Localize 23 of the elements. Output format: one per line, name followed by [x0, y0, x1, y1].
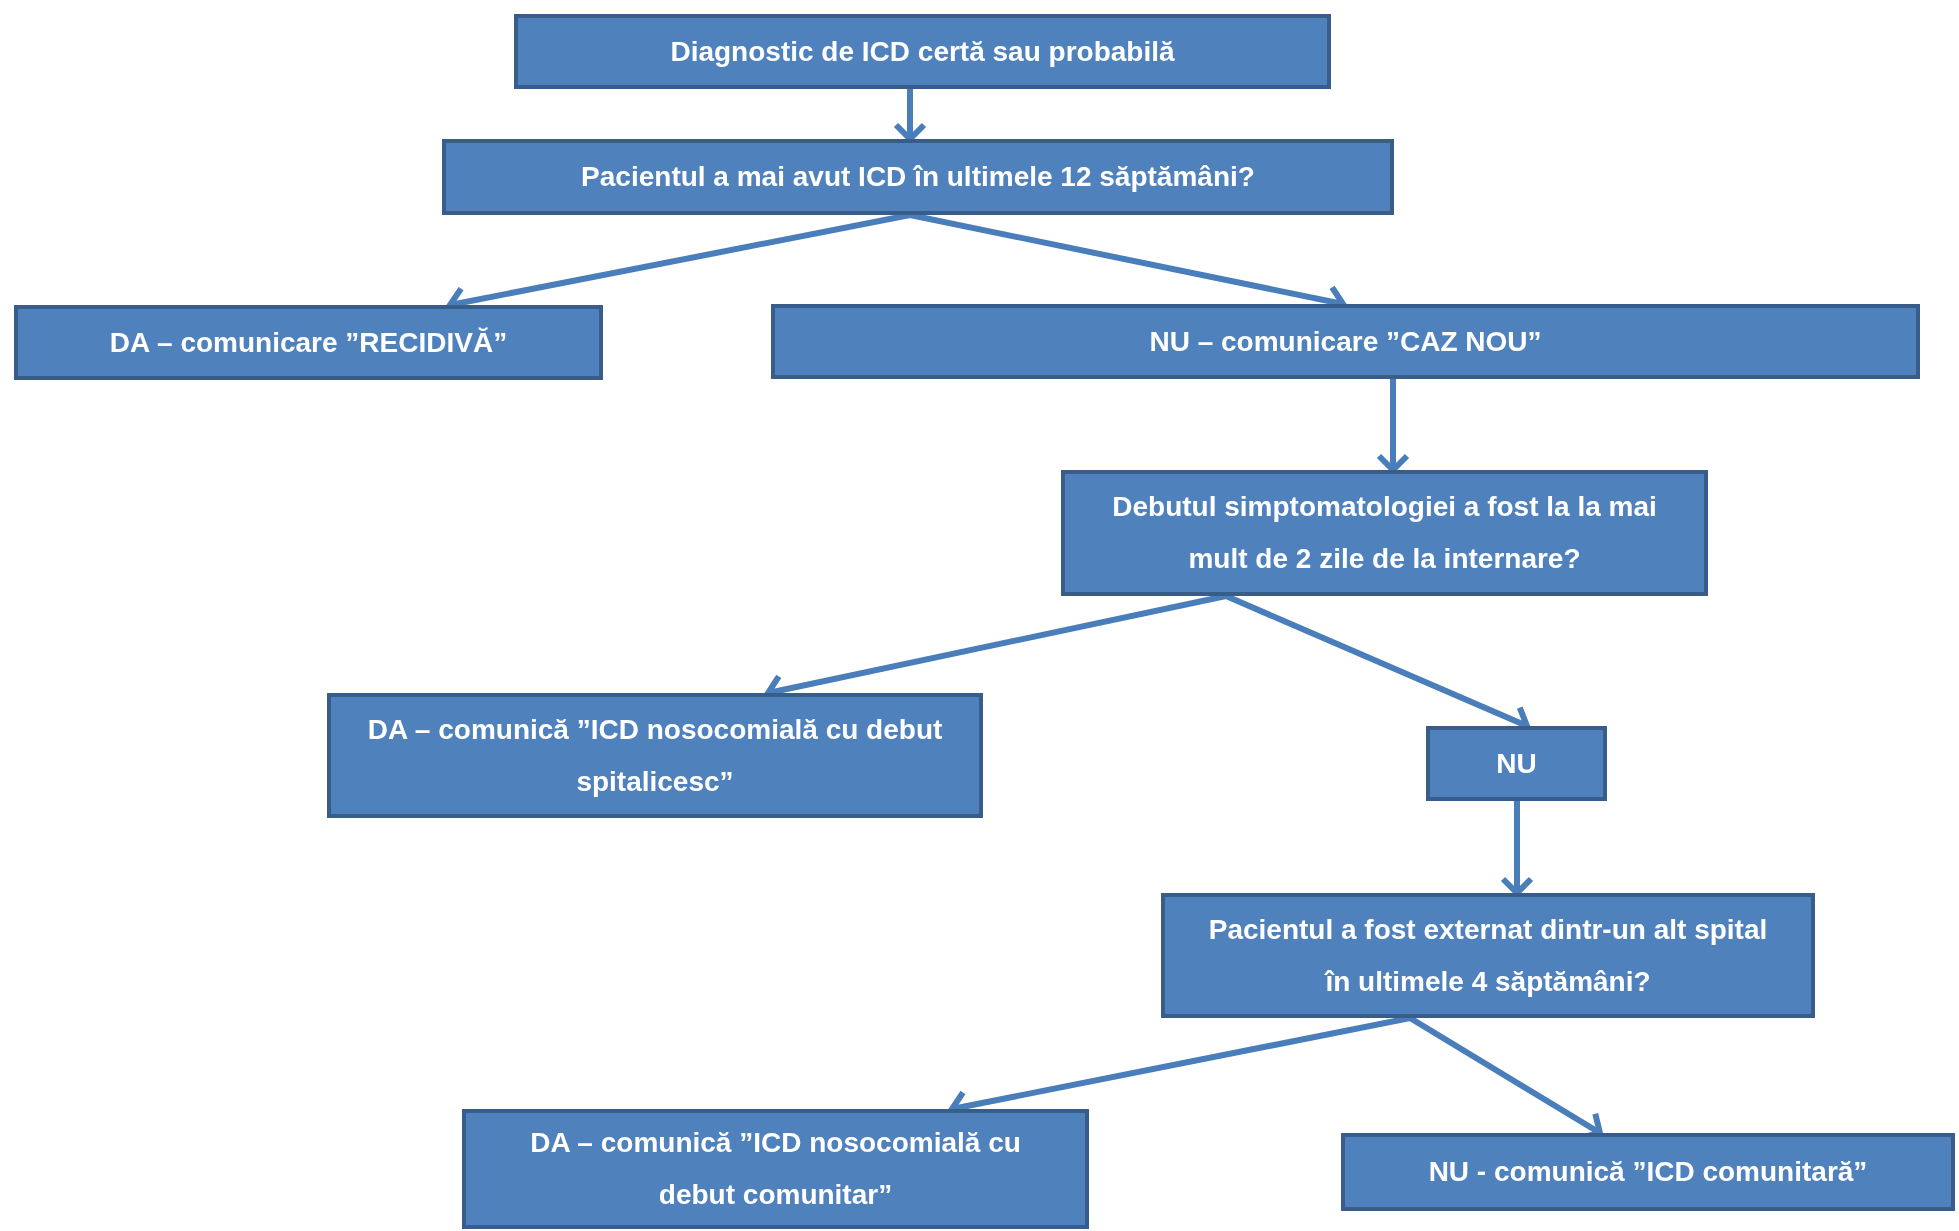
process-box: [14, 305, 603, 380]
box-text: NU – comunicare ”CAZ NOU”: [1149, 324, 1542, 359]
process-box: [327, 693, 983, 818]
box-text: Pacientul a mai avut ICD în ultimele 12 săptămâni?: [581, 160, 1255, 194]
box-text: NU - comunică ”ICD comunitară”: [1428, 1155, 1868, 1189]
process-box: [1426, 726, 1607, 801]
box-text: Diagnostic de ICD certă sau probabilă: [670, 34, 1175, 69]
box-text: NU: [1496, 746, 1537, 781]
process-box: [1061, 470, 1708, 596]
box-text: DA – comunică ”ICD nosocomială cu debut spitalicesc”: [366, 712, 944, 799]
process-box: [442, 139, 1394, 215]
process-box: [514, 14, 1331, 89]
arrow: [1376, 379, 1410, 473]
box-text: Debutul simptomatologiei a fost la la mai mult de 2 zile de la internare?: [1111, 490, 1658, 576]
arrow: [1500, 801, 1534, 896]
arrow: [893, 89, 927, 142]
process-box: [1161, 893, 1815, 1018]
box-text: DA – comunicare ”RECIDIVĂ”: [109, 325, 508, 360]
box-text: DA – comunică ”ICD nosocomială cu debut comunitar”: [529, 1126, 1022, 1212]
process-box: [771, 304, 1920, 379]
process-box: [462, 1109, 1089, 1229]
process-box: [1341, 1133, 1955, 1211]
box-text: Pacientul a fost externat dintr-un alt spital în ultimele 4 săptămâni?: [1207, 912, 1769, 999]
